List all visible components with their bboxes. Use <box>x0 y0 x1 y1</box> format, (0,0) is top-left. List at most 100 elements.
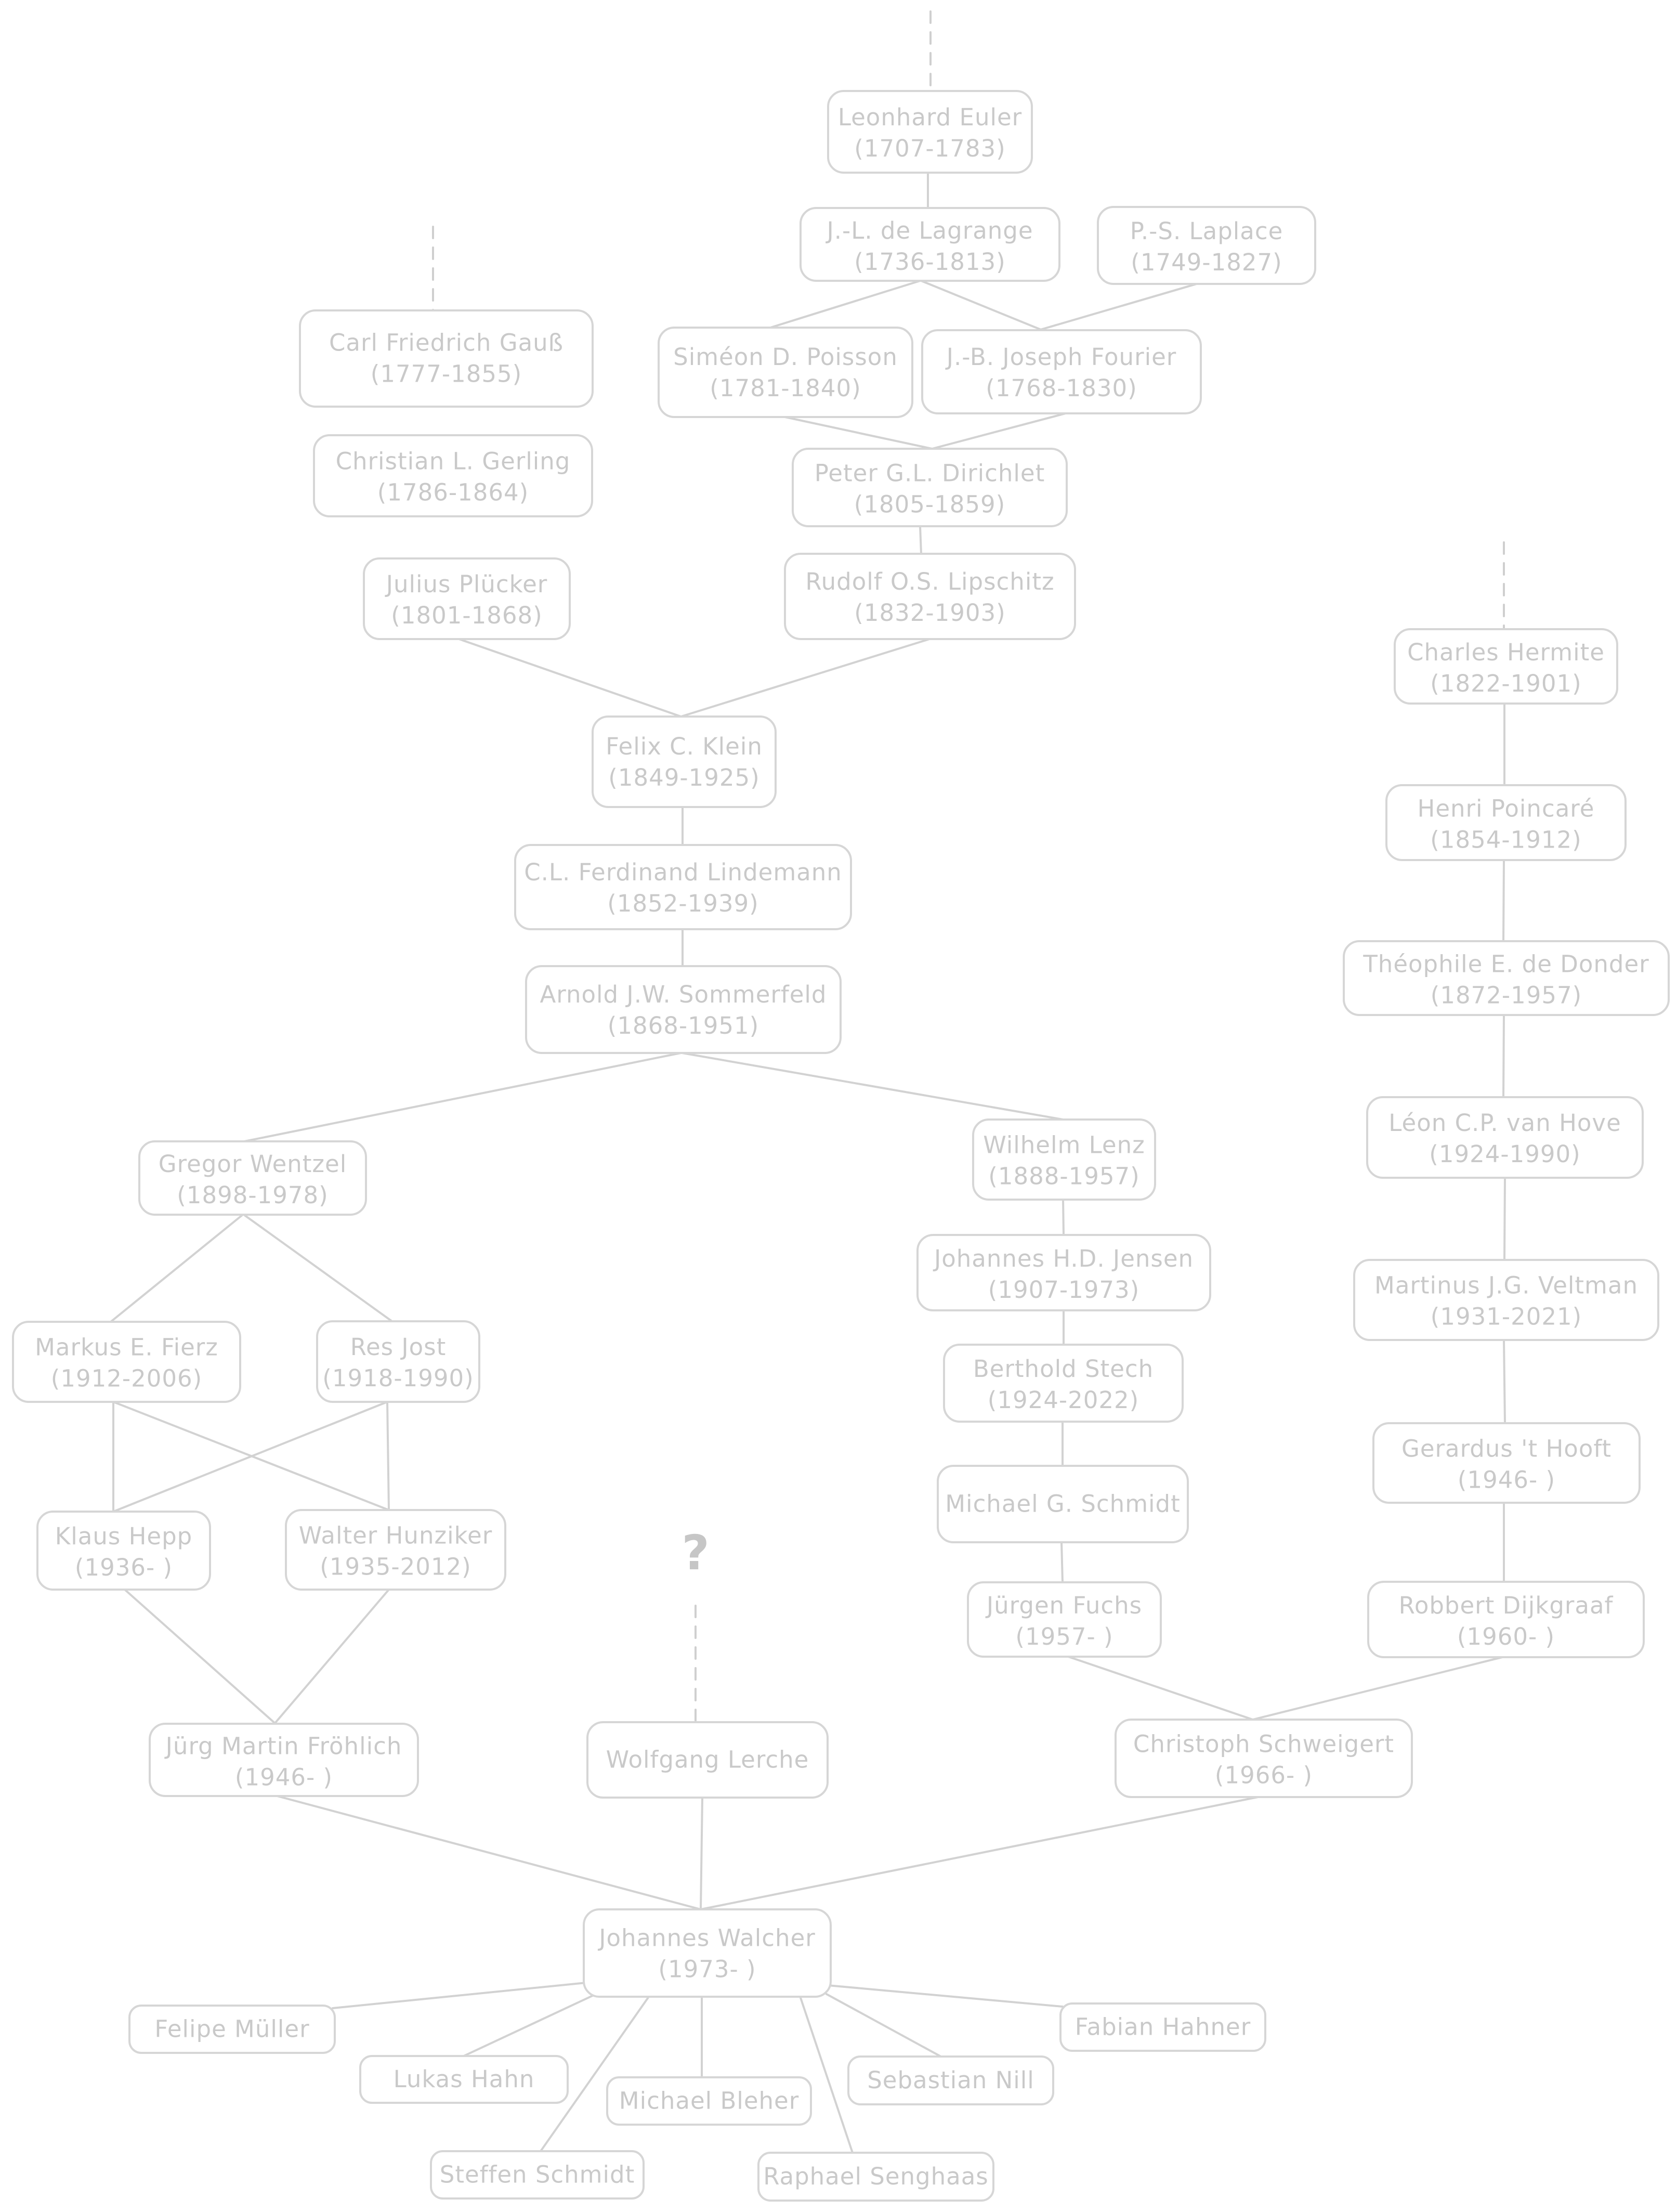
advisor-edge <box>1503 1177 1506 1261</box>
person-lifespan: (1822-1901) <box>1430 670 1581 697</box>
advisor-edge <box>1503 1339 1506 1424</box>
person-box <box>1115 1719 1413 1798</box>
person-name: Berthold Stech <box>973 1355 1154 1383</box>
advisor-edge <box>243 1214 393 1322</box>
person-node-walcher: Johannes Walcher (1973- ) <box>583 1908 832 1998</box>
advisor-edge <box>243 1052 682 1142</box>
person-box <box>937 1465 1189 1543</box>
person-name: Felix C. Klein <box>606 733 763 760</box>
person-box <box>1385 784 1627 861</box>
person-box <box>1353 1259 1659 1341</box>
person-node-hermite: Charles Hermite(1822-1901) <box>1394 628 1618 705</box>
person-box <box>138 1140 367 1216</box>
advisor-edge <box>1038 283 1198 331</box>
person-node-lagrange: J.-L. de Lagrange(1736-1813) <box>800 207 1060 282</box>
advisor-edge <box>112 1401 388 1513</box>
person-name: Peter G.L. Dirichlet <box>815 460 1045 487</box>
person-box <box>299 309 594 408</box>
person-name: Raphael Senghaas <box>763 2163 988 2190</box>
person-node-senghaas: Raphael Senghaas <box>757 2152 994 2202</box>
person-node-hunziker: Walter Hunziker(1935-2012) <box>285 1509 506 1591</box>
person-name: Lukas Hahn <box>394 2065 535 2093</box>
person-box <box>784 553 1076 640</box>
person-name: Robbert Dijkgraaf <box>1399 1592 1614 1619</box>
person-lifespan: (1907-1973) <box>988 1276 1139 1304</box>
person-node-lipschitz: Rudolf O.S. Lipschitz(1832-1903) <box>784 553 1076 640</box>
person-name: Gregor Wentzel <box>159 1150 347 1178</box>
person-node-schweigert: Christoph Schweigert (1966- ) <box>1115 1719 1413 1798</box>
person-node-jost: Res Jost(1918-1990) <box>316 1320 480 1403</box>
person-name: Jürgen Fuchs <box>985 1592 1142 1619</box>
person-name: Steffen Schmidt <box>440 2161 635 2189</box>
person-box <box>916 1234 1211 1311</box>
person-lifespan: (1888-1957) <box>988 1163 1139 1190</box>
person-box <box>1343 940 1670 1016</box>
person-lifespan: (1935-2012) <box>320 1553 471 1580</box>
advisor-edge <box>931 412 1067 450</box>
person-name: J.-L. de Lagrange <box>825 217 1033 244</box>
person-node-lindemann: C.L. Ferdinand Lindemann(1852-1939) <box>514 844 852 930</box>
person-node-fierz: Markus E. Fierz(1912-2006) <box>12 1321 241 1403</box>
person-lifespan: (1966- ) <box>1215 1762 1313 1789</box>
person-box <box>316 1320 480 1403</box>
person-box <box>1097 206 1316 285</box>
person-node-vanhove: Léon C.P. van Hove(1924-1990) <box>1366 1096 1644 1179</box>
person-node-fourier: J.-B. Joseph Fourier(1768-1830) <box>921 329 1202 414</box>
person-name: Christoph Schweigert <box>1133 1730 1394 1758</box>
person-lifespan: (1924-1990) <box>1429 1140 1580 1168</box>
person-box <box>1394 628 1618 705</box>
advisor-edge <box>1252 1656 1503 1721</box>
person-box <box>967 1581 1162 1658</box>
person-box <box>827 90 1033 174</box>
person-box <box>12 1321 241 1403</box>
person-box <box>943 1344 1184 1423</box>
person-lifespan: (1707-1783) <box>854 135 1005 162</box>
person-name: Henri Poincaré <box>1418 795 1595 822</box>
person-name: Markus E. Fierz <box>35 1334 218 1361</box>
advisor-edge <box>1502 859 1505 942</box>
advisor-edge <box>680 638 931 718</box>
person-name: Arnold J.W. Sommerfeld <box>540 981 827 1008</box>
person-box <box>792 448 1068 527</box>
advisor-edge <box>800 1997 854 2154</box>
person-node-sommerfeld: Arnold J.W. Sommerfeld(1868-1951) <box>525 965 842 1054</box>
person-lifespan: (1898-1978) <box>177 1181 328 1209</box>
person-box <box>514 844 852 930</box>
person-box <box>757 2152 994 2202</box>
person-lifespan: (1973- ) <box>658 1956 756 1983</box>
person-node-plucker: Julius Plücker(1801-1868) <box>363 557 571 640</box>
person-box <box>285 1509 506 1591</box>
person-node-dijkgraaf: Robbert Dijkgraaf(1960- ) <box>1367 1581 1645 1658</box>
person-box <box>583 1908 832 1998</box>
advisor-edge <box>1060 1541 1064 1583</box>
person-box <box>847 2055 1054 2105</box>
person-name: Michael G. Schmidt <box>945 1490 1181 1518</box>
advisor-edge <box>458 638 682 718</box>
person-lifespan: (1872-1957) <box>1431 982 1582 1009</box>
person-node-lerche: Wolfgang Lerche <box>586 1721 829 1799</box>
person-name: Johannes Walcher <box>597 1924 816 1952</box>
person-name: Théophile E. de Donder <box>1362 951 1649 978</box>
person-lifespan: (1786-1864) <box>377 479 529 506</box>
person-node-laplace: P.-S. Laplace(1749-1827) <box>1097 206 1316 285</box>
person-node-schmidt-s: Steffen Schmidt <box>430 2150 645 2200</box>
person-node-klein: Felix C. Klein(1849-1925) <box>592 715 777 808</box>
person-box <box>430 2150 645 2200</box>
person-name: Johannes H.D. Jensen <box>933 1245 1194 1272</box>
advisor-edge <box>276 1795 702 1910</box>
advisor-edge <box>681 1052 1064 1121</box>
advisor-edge <box>124 1589 277 1725</box>
person-node-stech: Berthold Stech(1924-2022) <box>943 1344 1184 1423</box>
advisor-edge <box>463 1995 594 2057</box>
person-box <box>1367 1581 1645 1658</box>
person-box <box>1059 2002 1266 2052</box>
person-box <box>149 1723 419 1797</box>
person-node-hahn: Lukas Hahn <box>359 2055 569 2104</box>
person-lifespan: (1931-2021) <box>1431 1303 1582 1331</box>
person-node-muller: Felipe Müller <box>128 2005 336 2054</box>
person-box <box>525 965 842 1054</box>
person-name: Julius Plücker <box>385 570 548 598</box>
person-box <box>592 715 777 808</box>
person-node-hepp: Klaus Hepp(1936- ) <box>36 1511 211 1591</box>
advisor-edge <box>827 1984 1064 2008</box>
